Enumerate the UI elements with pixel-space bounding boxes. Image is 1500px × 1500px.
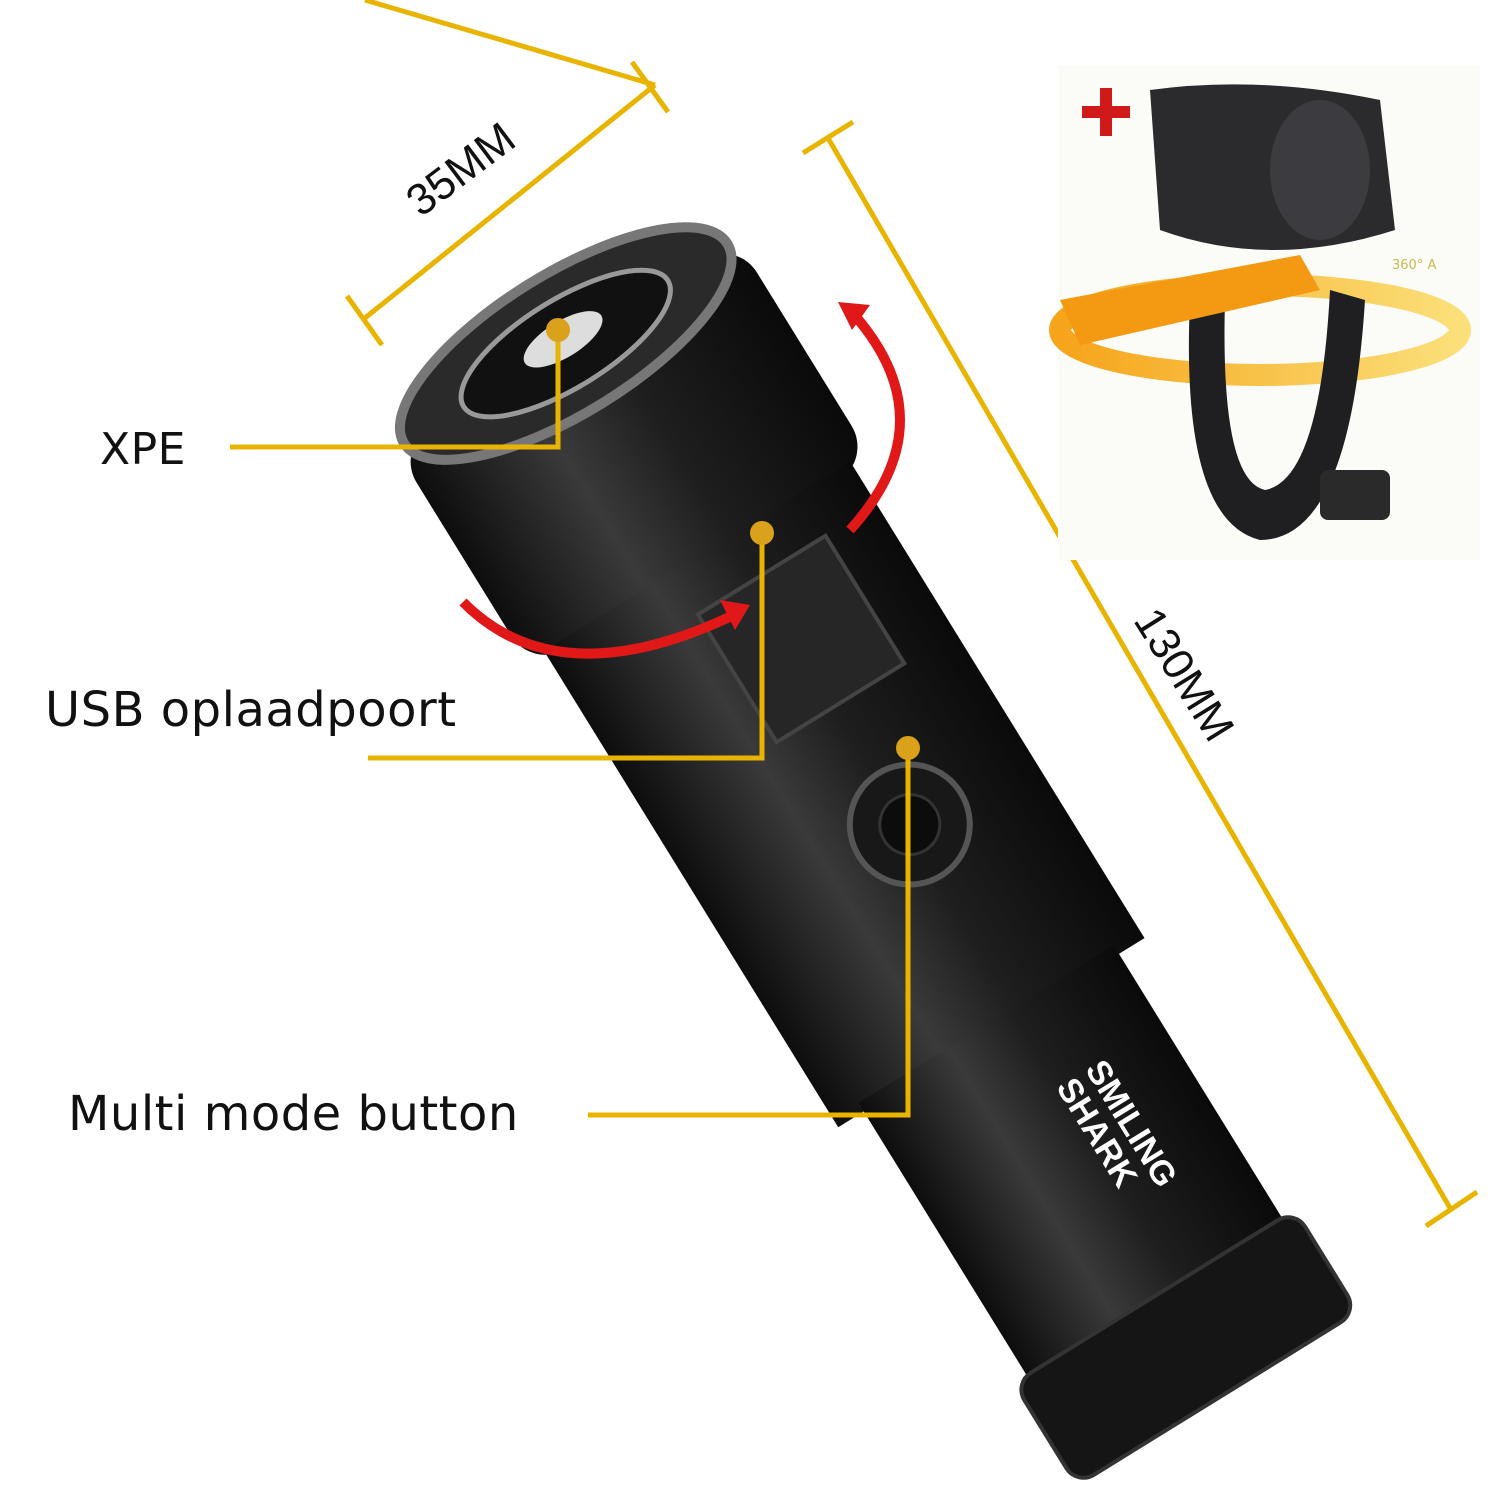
bike-mount-inset <box>1049 65 1480 560</box>
callout-dot-usb <box>750 521 774 545</box>
rotation-arrow-bottom <box>459 598 743 659</box>
callout-label-usb: USB oplaadpoort <box>45 682 457 738</box>
callout-label-xpe: XPE <box>100 424 186 475</box>
flashlight-head <box>410 253 858 655</box>
flashlight: SMILING SHARK <box>394 222 1353 1480</box>
callout-line-usb <box>368 533 765 761</box>
callout-line-xpe <box>230 330 561 450</box>
rotation-arrow-orange <box>1060 255 1320 345</box>
callout-label-button: Multi mode button <box>68 1086 519 1142</box>
tail-cap <box>1019 1215 1353 1480</box>
callout-dot-xpe <box>546 318 570 342</box>
mount-rotation-text: 360° A <box>1392 258 1437 273</box>
dimension-35mm <box>344 0 671 347</box>
rotation-arrow-top <box>846 306 905 534</box>
callout-line-button <box>588 748 911 1118</box>
dimension-130mm <box>801 119 1479 1229</box>
callout-dot-button <box>896 736 920 760</box>
callout-lines <box>230 330 911 1118</box>
